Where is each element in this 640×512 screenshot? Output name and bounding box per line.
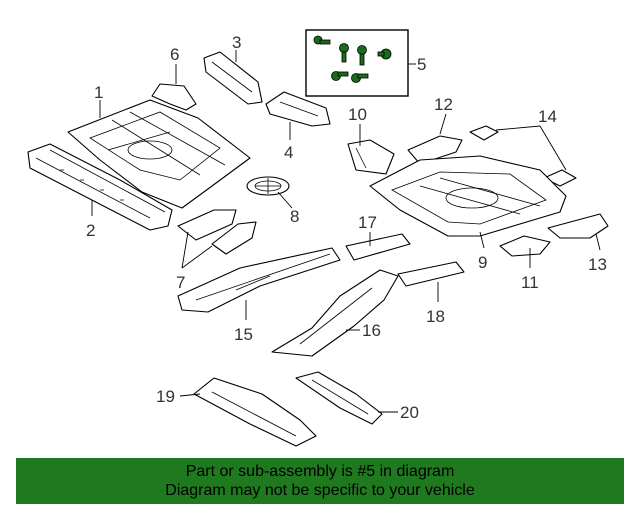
part-13-extension[interactable] (547, 213, 609, 239)
part-4-bracket[interactable] (265, 91, 331, 127)
part-17-reinforcement[interactable] (345, 233, 411, 261)
notice-line-part: Part or sub-assembly is #5 in diagram (185, 463, 455, 480)
callout-13: 13 (588, 255, 607, 274)
part-18-reinforcement[interactable] (397, 261, 465, 287)
callout-16: 16 (362, 321, 381, 340)
callout-8: 8 (290, 207, 299, 226)
callout-14: 14 (538, 107, 557, 126)
part-16-rear-member[interactable] (271, 269, 399, 357)
callout-1: 1 (94, 83, 103, 102)
callout-5: 5 (417, 55, 426, 74)
part-6-bracket[interactable] (151, 83, 197, 111)
callout-17: 17 (358, 213, 377, 232)
callout-15: 15 (234, 325, 253, 344)
bolt-icon (313, 35, 392, 83)
part-1-floor-pan[interactable] (67, 99, 251, 209)
part-20-crossmember[interactable] (295, 371, 383, 425)
callout-10: 10 (348, 105, 367, 124)
callout-2: 2 (86, 221, 95, 240)
callout-19: 19 (156, 387, 175, 406)
callout-6: 6 (170, 45, 179, 64)
part-3-crossmember[interactable] (203, 51, 263, 105)
callout-12: 12 (434, 95, 453, 114)
part-19-crossmember[interactable] (193, 377, 317, 447)
diagram-notice-banner: Part or sub-assembly is #5 in diagram Di… (16, 458, 624, 504)
notice-line-disclaimer: Diagram may not be specific to your vehi… (165, 482, 475, 499)
callout-9: 9 (478, 253, 487, 272)
part-8-plug[interactable] (246, 176, 290, 196)
leader-lines (91, 50, 601, 413)
part-15-side-member[interactable] (177, 247, 341, 313)
parts-diagram: 1 2 3 4 5 6 7 8 9 10 11 12 13 14 15 16 1… (27, 29, 609, 447)
callout-11: 11 (521, 273, 539, 292)
part-5-bolt-group[interactable] (305, 29, 409, 97)
part-2-side-rail[interactable] (27, 143, 173, 231)
callout-20: 20 (400, 403, 419, 422)
part-9-rear-floor-pan[interactable] (369, 155, 567, 237)
callout-4: 4 (284, 143, 293, 162)
callout-3: 3 (232, 33, 241, 52)
part-10-bracket[interactable] (347, 139, 395, 175)
callout-18: 18 (426, 307, 445, 326)
part-11-bracket[interactable] (499, 235, 551, 257)
callout-numbers: 1 2 3 4 5 6 7 8 9 10 11 12 13 14 15 16 1… (86, 33, 607, 422)
part-7-reinforcement[interactable] (177, 209, 257, 255)
callout-7: 7 (176, 273, 185, 292)
